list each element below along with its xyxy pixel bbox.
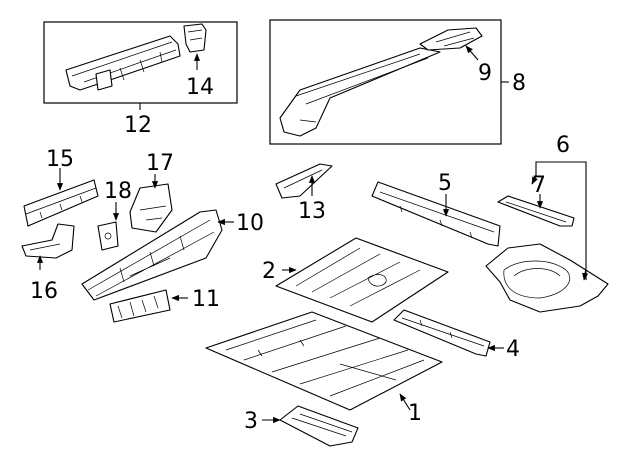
part-14-bracket [183,23,207,53]
callout-2: 2 [262,259,276,284]
part-2-rear-floor [275,237,449,323]
callout-1: 1 [408,401,422,426]
part-5-crossmember [371,181,501,247]
part-1-front-floor [205,311,443,411]
leader-6-to-7 [531,175,538,185]
callout-16: 16 [30,279,58,304]
callout-14: 14 [186,75,214,100]
callout-9: 9 [478,61,492,86]
callout-15: 15 [46,147,74,172]
part-13-bracket [275,163,333,199]
part-15-rail [23,179,99,227]
callout-6: 6 [556,133,570,158]
part-7-rail [497,195,575,227]
callout-18: 18 [104,179,132,204]
part-3-tray [279,405,359,447]
part-18-gusset [97,221,119,251]
callout-17: 17 [146,151,174,176]
callout-7: 7 [532,173,546,198]
part-11-reinforcement [109,289,171,323]
leader-6-to-well [582,267,589,281]
leader-9 [465,45,479,61]
leader-1 [399,393,411,411]
callout-5: 5 [438,171,452,196]
part-17-bracket [129,183,173,233]
part-8-floor-rail [279,47,441,137]
callout-4: 4 [506,337,520,362]
part-16-bracket [21,223,75,259]
leader-6-bracket [535,161,587,280]
callout-13: 13 [298,199,326,224]
callout-3: 3 [244,409,258,434]
part-10-frame-rail [81,209,223,301]
callout-11: 11 [192,287,220,312]
part-6-tire-well [485,243,609,313]
part-12-rail-assembly [65,35,181,91]
callout-10: 10 [236,211,264,236]
part-9-bracket [419,27,483,51]
callout-8: 8 [512,71,526,96]
callout-12: 12 [124,113,152,138]
